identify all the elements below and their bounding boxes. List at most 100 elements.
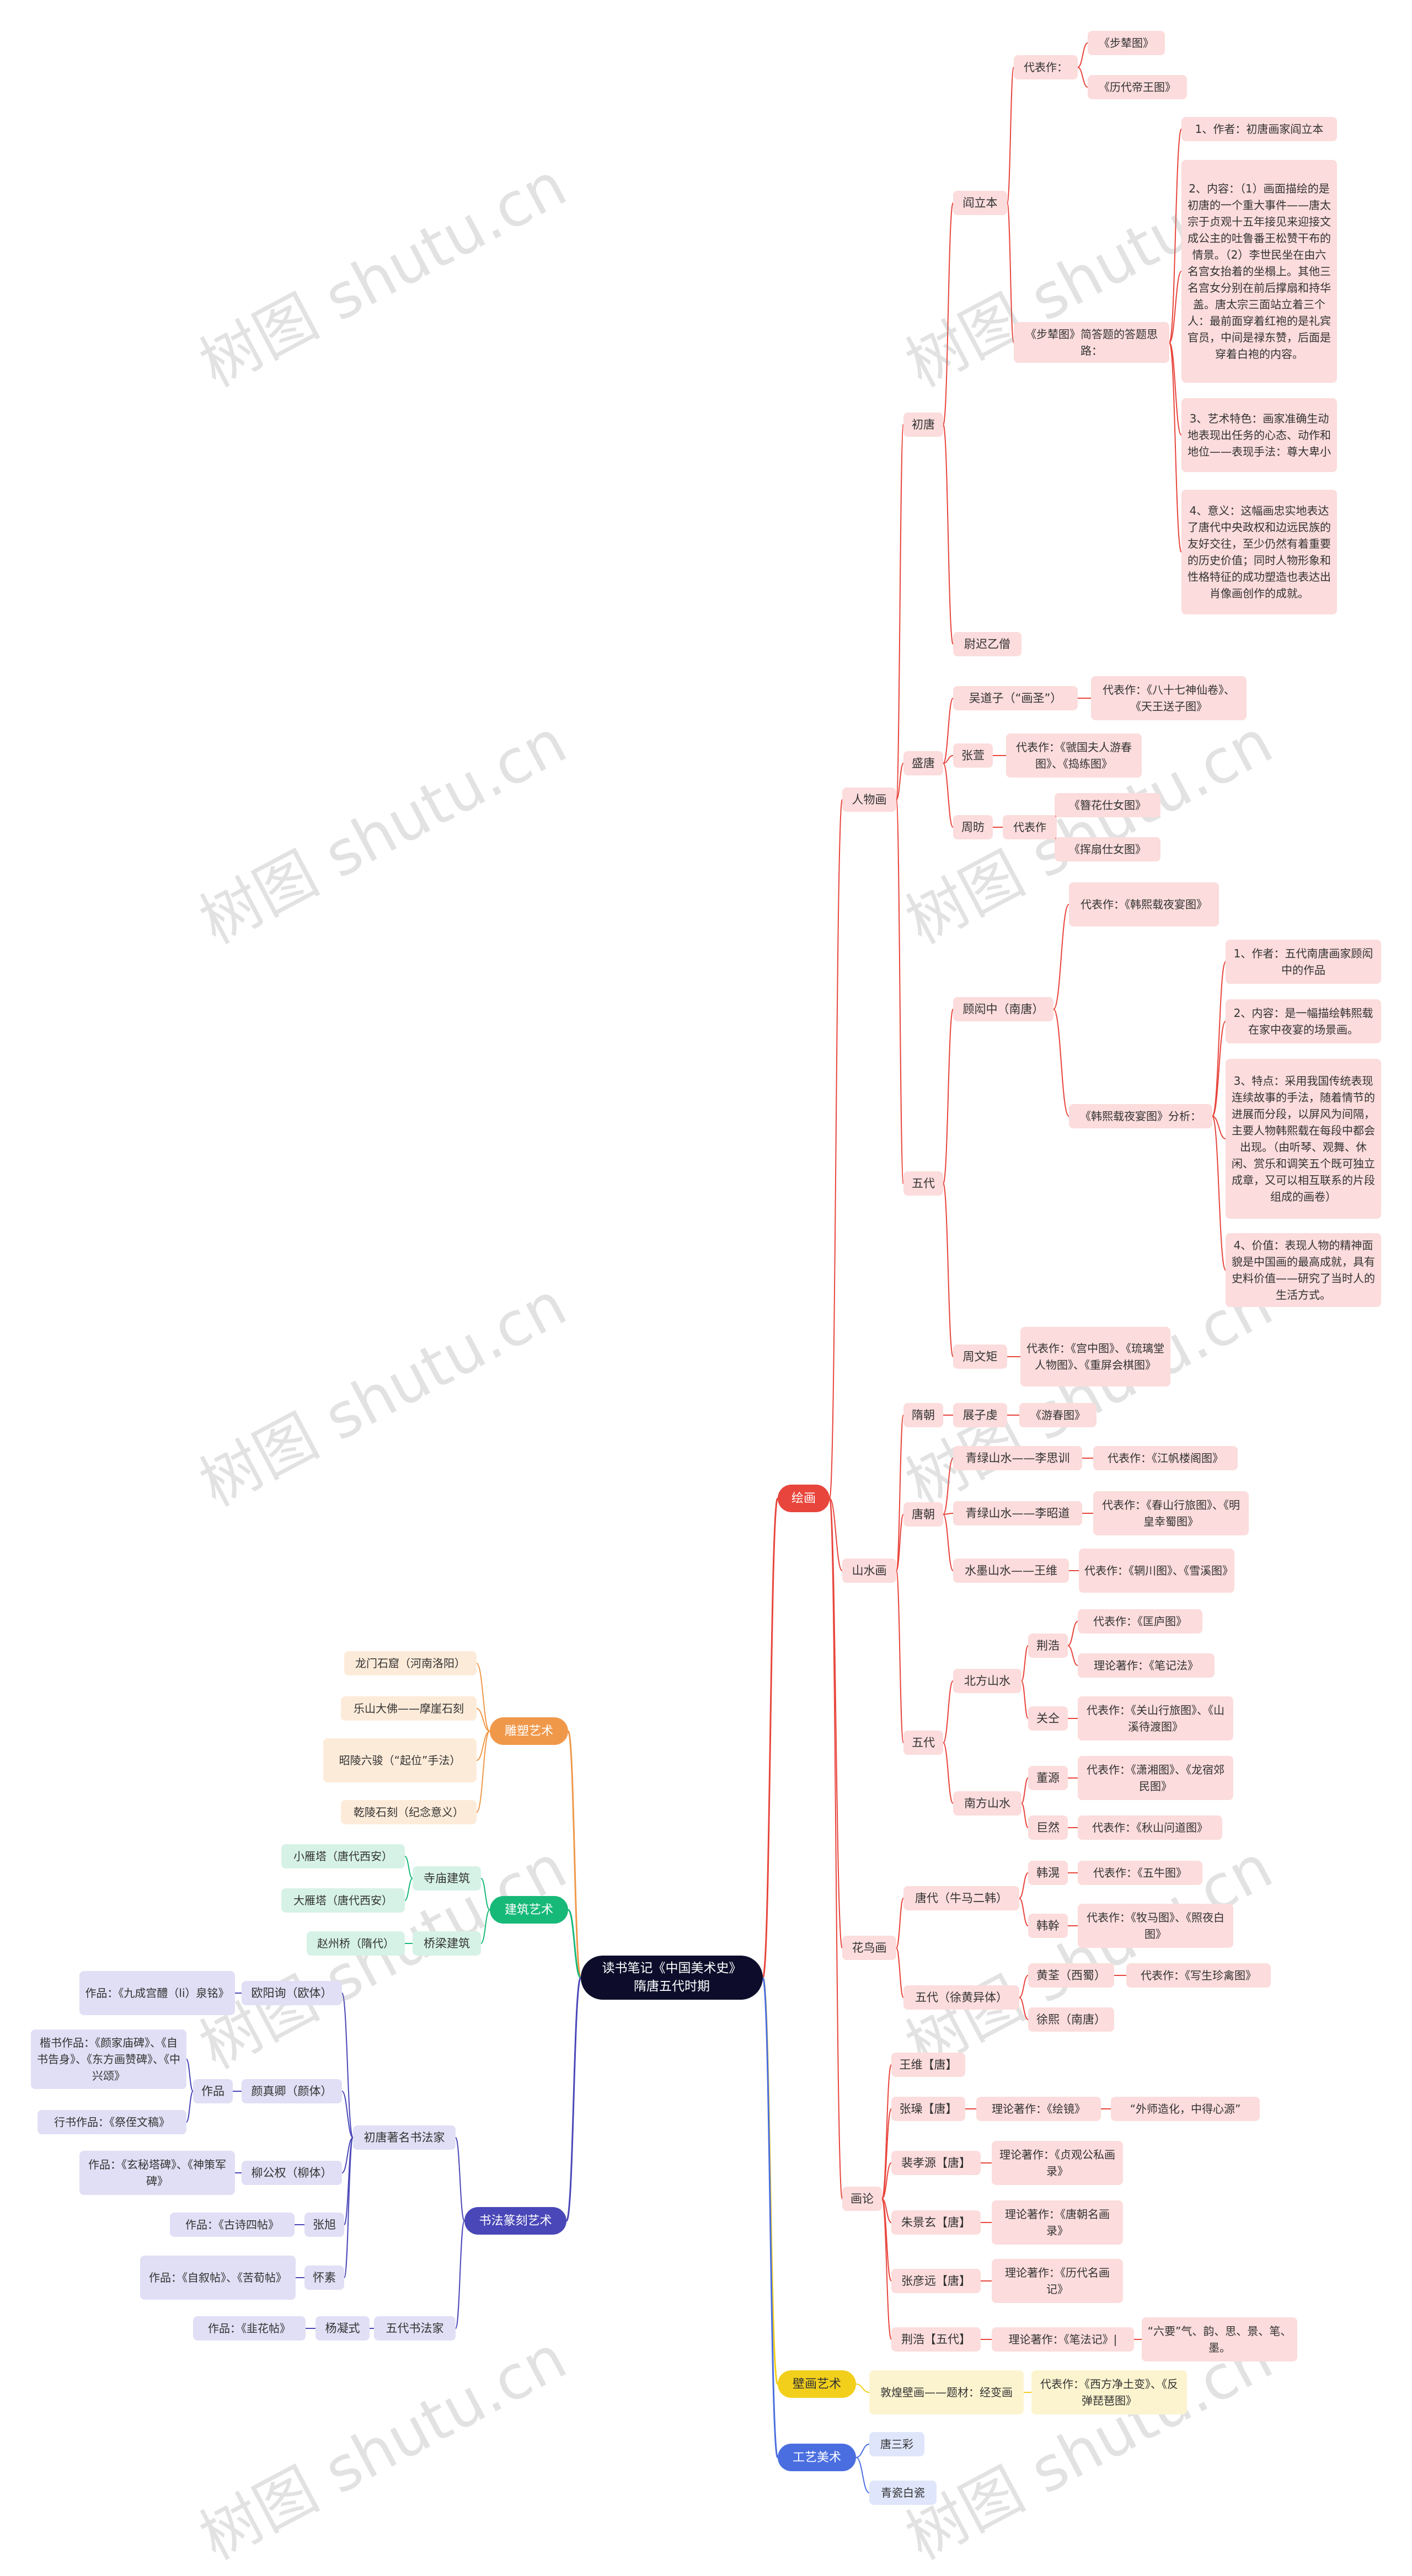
- node-sc[interactable]: 隋朝: [903, 1403, 943, 1427]
- node-zjx[interactable]: 朱景玄【唐】: [891, 2210, 981, 2235]
- node-jh3_q[interactable]: “六要”气、韵、思、景、笔、墨。: [1142, 2317, 1297, 2361]
- node-b4[interactable]: 4、价值：表现人物的精神面貌是中国画的最高成就，具有史料价值——研究了当时人的生…: [1226, 1233, 1381, 1307]
- node-tc[interactable]: 唐朝: [903, 1502, 943, 1527]
- node-hg_db[interactable]: 代表作：《牧马图》、《照夜白图》: [1078, 1904, 1233, 1948]
- node-qlss1[interactable]: 青绿山水——李思训: [953, 1446, 1082, 1470]
- node-smss_db[interactable]: 代表作：《辋川图》、《雪溪图》: [1079, 1549, 1234, 1593]
- node-zz[interactable]: 张璪【唐】: [891, 2097, 965, 2121]
- node-dyt[interactable]: 大雁塔（唐代西安）: [281, 1888, 405, 1913]
- node-oyx[interactable]: 欧阳询（欧体）: [242, 1981, 342, 2005]
- node-jh_db2[interactable]: 理论著作：《笔记法》: [1078, 1653, 1215, 1678]
- node-b1[interactable]: 1、作者：五代南唐画家顾闳中的作品: [1226, 940, 1381, 984]
- node-qcbc[interactable]: 青瓷白瓷: [869, 2481, 937, 2505]
- node-zzq2[interactable]: 赵州桥（隋代）: [307, 1931, 405, 1956]
- node-hssn[interactable]: 《挥扇仕女图》: [1055, 837, 1160, 861]
- node-jz[interactable]: 建筑艺术: [490, 1896, 568, 1924]
- node-qlss2[interactable]: 青绿山水——李昭道: [953, 1501, 1082, 1525]
- node-gt_db[interactable]: 代表作：《关山行旅图》、《山溪待渡图》: [1078, 1696, 1233, 1740]
- node-ct[interactable]: 初唐: [903, 413, 943, 437]
- node-qljz[interactable]: 桥梁建筑: [413, 1931, 481, 1956]
- node-ycyz[interactable]: 尉迟乙僧: [953, 632, 1021, 656]
- node-gmz[interactable]: 顾闳中（南唐）: [953, 997, 1053, 1021]
- node-ynsh[interactable]: 杨凝式: [315, 2316, 370, 2341]
- node-jr[interactable]: 巨然: [1028, 1815, 1068, 1840]
- node-wdxh[interactable]: 五代（徐黄异体）: [903, 1985, 1019, 2010]
- node-ynsh_db[interactable]: 作品：《韭花帖》: [193, 2316, 306, 2341]
- node-a3[interactable]: 3、艺术特色：画家准确生动地表现出任务的心态、动作和地位——表现手法：尊大卑小: [1181, 398, 1337, 472]
- node-ww[interactable]: 王维【唐】: [891, 2053, 965, 2077]
- node-nfss[interactable]: 南方山水: [953, 1791, 1021, 1815]
- node-qlss1_db[interactable]: 代表作：《江帆楼阁图》: [1093, 1446, 1238, 1470]
- node-dy[interactable]: 董源: [1028, 1766, 1068, 1790]
- node-zwj_db[interactable]: 代表作：《宫中图》、《琉璃堂人物图》、《重屏会棋图》: [1020, 1327, 1170, 1386]
- node-hs_db[interactable]: 作品：《自叙帖》、《苦荀帖》: [140, 2256, 296, 2300]
- node-ylb[interactable]: 阎立本: [953, 191, 1007, 215]
- node-hnh[interactable]: 花鸟画: [842, 1936, 896, 1960]
- node-gy[interactable]: 工艺美术: [778, 2444, 856, 2471]
- node-wdsf[interactable]: 五代书法家: [374, 2316, 456, 2341]
- node-dhbh[interactable]: 敦煌壁画——题材：经变画: [869, 2370, 1024, 2414]
- node-hh2_db[interactable]: 代表作：《五牛图》: [1078, 1861, 1202, 1885]
- node-jh_db1[interactable]: 代表作：《匡庐图》: [1078, 1609, 1202, 1634]
- node-sf[interactable]: 书法篆刻艺术: [464, 2207, 566, 2235]
- node-wd2[interactable]: 五代: [903, 1731, 943, 1755]
- node-yzq_xs[interactable]: 行书作品：《祭侄文稿》: [38, 2110, 186, 2134]
- node-zx[interactable]: 张萱: [953, 743, 993, 768]
- node-st[interactable]: 盛唐: [903, 751, 943, 775]
- node-ds[interactable]: 雕塑艺术: [490, 1717, 568, 1745]
- node-wdz_db[interactable]: 代表作：《八十七神仙卷》、《天王送子图》: [1091, 676, 1247, 720]
- node-lddw[interactable]: 《历代帝王图》: [1088, 75, 1187, 99]
- node-tsc[interactable]: 唐三彩: [869, 2432, 924, 2456]
- node-dy_db[interactable]: 代表作：《潇湘图》、《龙宿郊民图》: [1078, 1756, 1233, 1800]
- node-zx2_db[interactable]: 作品：《古诗四帖》: [170, 2213, 295, 2237]
- node-hh[interactable]: 绘画: [778, 1485, 830, 1512]
- node-jh3_db[interactable]: 理论著作：《笔法记》|: [992, 2327, 1134, 2352]
- node-bnt_q[interactable]: 《步辇图》简答题的答题思路：: [1014, 322, 1169, 363]
- node-zhsn[interactable]: 《簪花仕女图》: [1055, 793, 1160, 817]
- node-smss[interactable]: 水墨山水——王维: [953, 1559, 1069, 1583]
- node-gmz_db[interactable]: 代表作：《韩熙载夜宴图》: [1069, 882, 1219, 926]
- node-pxy_db[interactable]: 理论著作：《贞观公私画录》: [992, 2141, 1123, 2185]
- node-rwh[interactable]: 人物画: [842, 788, 896, 812]
- node-wd1[interactable]: 五代: [903, 1171, 943, 1196]
- node-lgq_db[interactable]: 作品：《玄秘塔碑》、《神策军碑》: [79, 2151, 235, 2195]
- node-hq[interactable]: 黄荃（西蜀）: [1028, 1963, 1114, 1988]
- node-hs[interactable]: 怀素: [304, 2266, 344, 2290]
- node-lgq[interactable]: 柳公权（柳体）: [242, 2161, 342, 2185]
- node-lmsk[interactable]: 龙门石窟（河南洛阳）: [344, 1651, 477, 1675]
- node-ctsf[interactable]: 初唐著名书法家: [353, 2125, 456, 2150]
- node-zx2[interactable]: 张旭: [304, 2213, 344, 2237]
- node-jh3[interactable]: 荆浩【五代】: [891, 2327, 981, 2352]
- node-zzq[interactable]: 展子虔: [953, 1403, 1007, 1427]
- node-bfss[interactable]: 北方山水: [953, 1669, 1021, 1693]
- node-root[interactable]: 读书笔记《中国美术史》 隋唐五代时期: [581, 1956, 763, 2000]
- node-lsdf[interactable]: 乐山大佛——摩崖石刻: [341, 1696, 477, 1721]
- node-b2[interactable]: 2、内容：是一幅描绘韩熙载在家中夜宴的场景画。: [1226, 999, 1381, 1043]
- node-smjz[interactable]: 寺庙建筑: [413, 1866, 481, 1891]
- node-zllj[interactable]: 昭陵六骏（“起位”手法）: [323, 1738, 477, 1782]
- node-yzq_zp[interactable]: 作品: [193, 2079, 233, 2103]
- node-a1[interactable]: 1、作者：初唐画家阎立本: [1181, 117, 1337, 141]
- node-jr_db[interactable]: 代表作：《秋山问道图》: [1078, 1815, 1222, 1840]
- node-xyt[interactable]: 小雁塔（唐代西安）: [281, 1844, 405, 1868]
- node-qlss2_db[interactable]: 代表作：《春山行旅图》、《明皇幸蜀图》: [1093, 1491, 1249, 1535]
- node-a4[interactable]: 4、意义：这幅画忠实地表达了唐代中央政权和边远民族的友好交往，至少仍然有着重要的…: [1181, 490, 1337, 614]
- node-oyx_db[interactable]: 作品：《九成宫醴（li）泉铭》: [79, 1971, 235, 2015]
- node-zf_db[interactable]: 代表作: [1003, 815, 1057, 839]
- node-hxz_q[interactable]: 《韩熙载夜宴图》分析：: [1069, 1104, 1212, 1128]
- node-zz_q[interactable]: “外师造化，中得心源”: [1111, 2097, 1260, 2121]
- node-yzq[interactable]: 颜真卿（颜体）: [242, 2079, 342, 2103]
- node-a2[interactable]: 2、内容：（1）画面描绘的是初唐的一个重大事件——唐太宗于贞观十五年接见来迎接文…: [1181, 160, 1337, 383]
- node-bh[interactable]: 壁画艺术: [778, 2370, 856, 2398]
- node-zwj[interactable]: 周文矩: [953, 1345, 1007, 1369]
- node-zyy_db[interactable]: 理论著作：《历代名画记》: [992, 2259, 1123, 2303]
- node-ylb_db[interactable]: 代表作：: [1014, 55, 1078, 79]
- node-xx[interactable]: 徐熙（南唐）: [1028, 2007, 1114, 2032]
- node-hq_db[interactable]: 代表作：《写生珍禽图》: [1126, 1963, 1271, 1988]
- node-pxy[interactable]: 裴孝源【唐】: [891, 2151, 981, 2175]
- node-hl[interactable]: 画论: [842, 2187, 882, 2211]
- node-ssh[interactable]: 山水画: [842, 1559, 896, 1583]
- node-ycjt[interactable]: 《游春图》: [1019, 1403, 1097, 1427]
- node-zz_db[interactable]: 理论著作：《绘镜》: [976, 2097, 1101, 2121]
- node-wdz[interactable]: 吴道子（“画圣”）: [953, 686, 1078, 710]
